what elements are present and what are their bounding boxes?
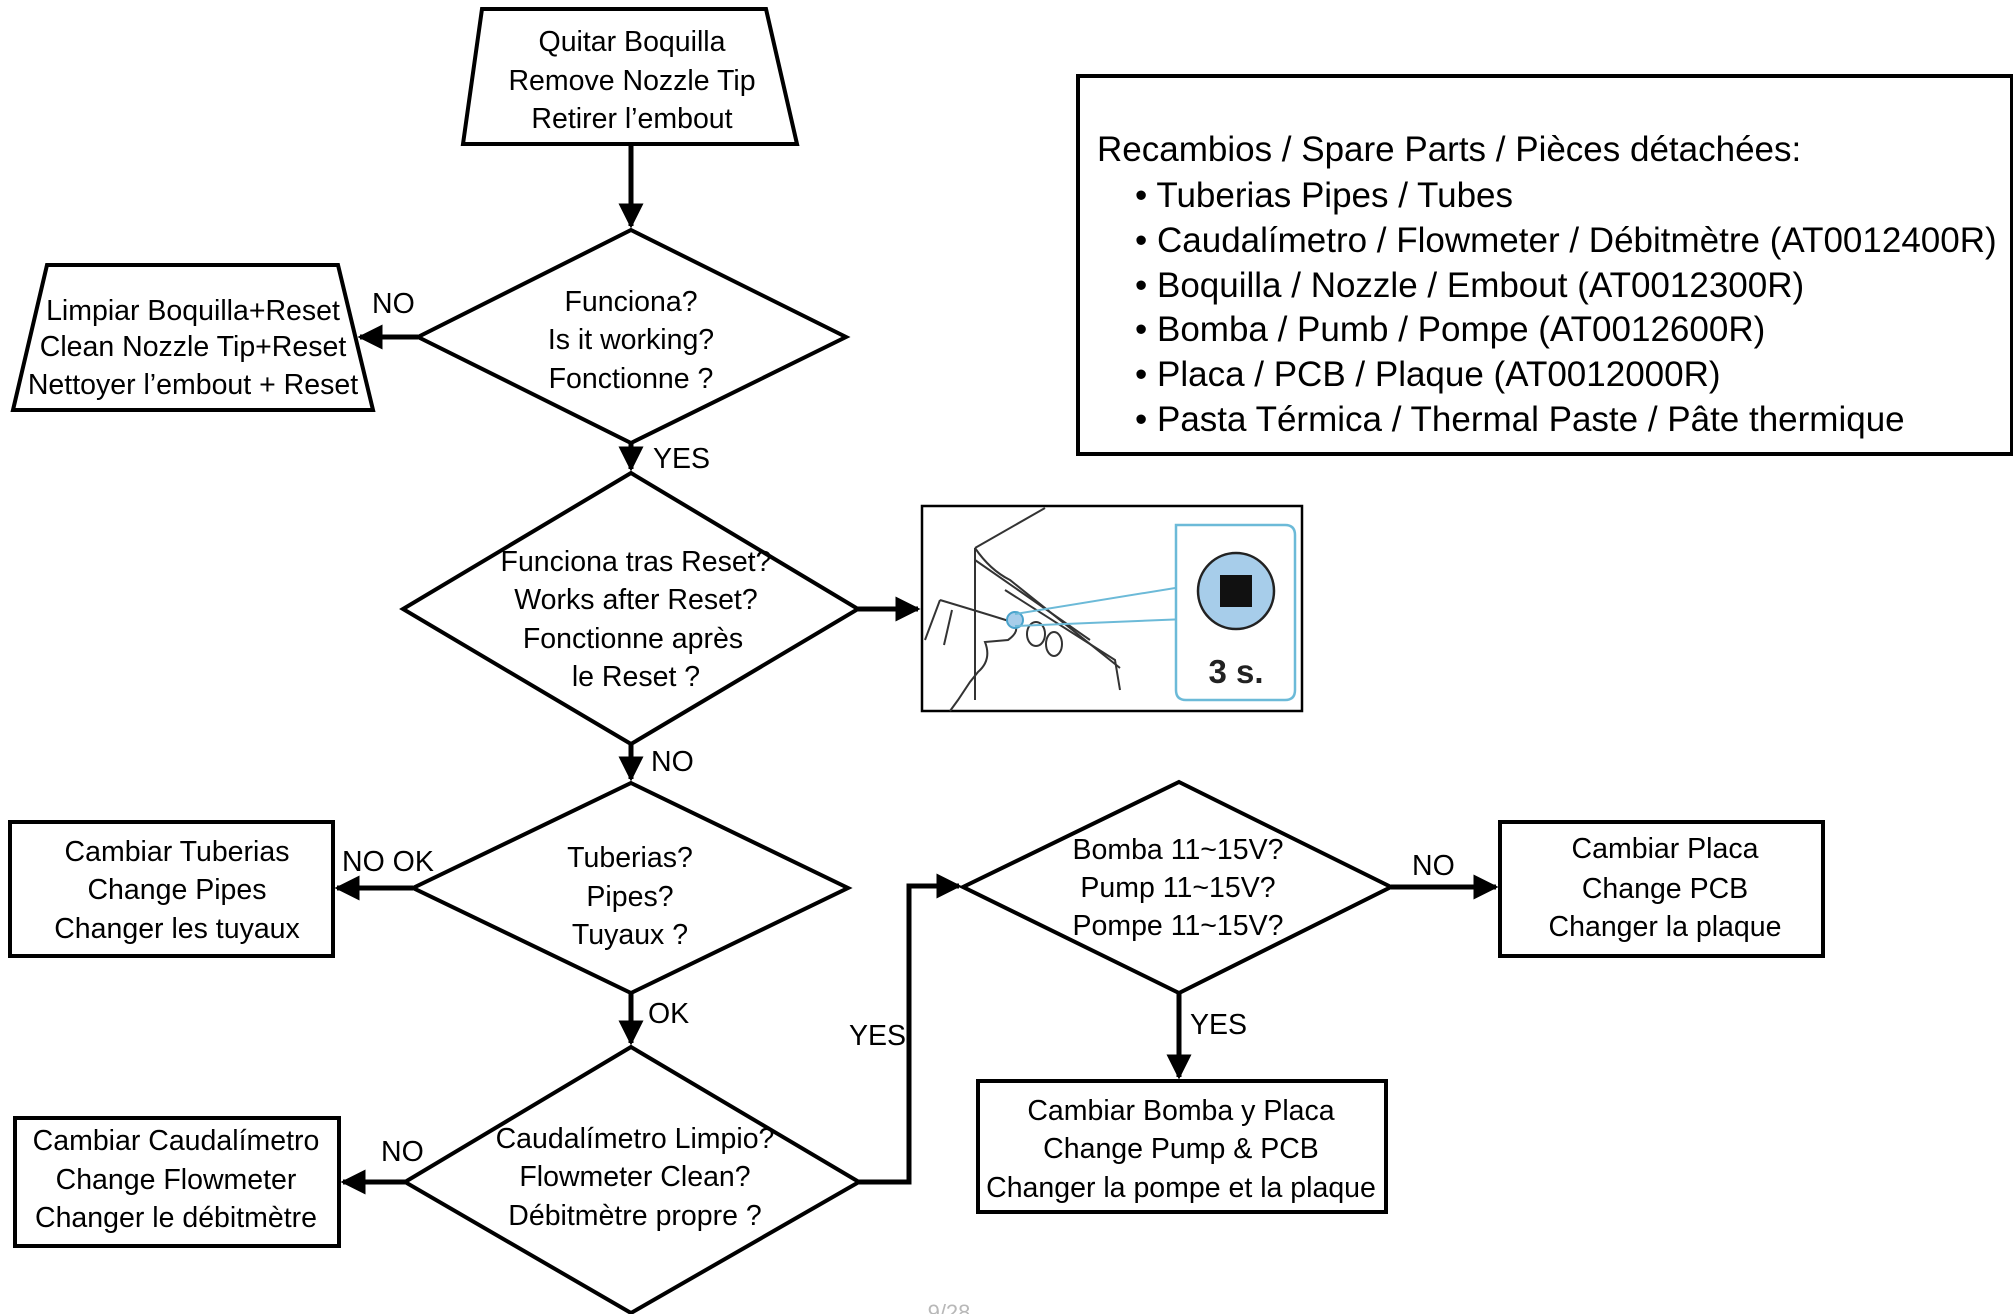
node-text-fr: Changer le débitmètre xyxy=(35,1202,317,1234)
works-after-reset-decision: Funciona tras Reset? Works after Reset? … xyxy=(399,470,862,747)
node-text-fr: Fonctionne après xyxy=(523,623,743,655)
node-text-en: Change PCB xyxy=(1582,873,1748,905)
page-number: 9/28 xyxy=(928,1300,971,1314)
change-pipes-node: Cambiar Tuberias Change Pipes Changer le… xyxy=(8,820,335,958)
spare-parts-title: Recambios / Spare Parts / Pièces détaché… xyxy=(1097,130,1801,169)
node-text-es: Funciona tras Reset? xyxy=(501,546,772,578)
node-text-en: Pipes? xyxy=(586,881,673,913)
node-text-es: Tuberias? xyxy=(567,842,693,874)
node-text-fr: Changer les tuyaux xyxy=(54,913,300,945)
spare-part-item: • Caudalímetro / Flowmeter / Débitmètre … xyxy=(1135,221,1997,260)
edge-label-flow-no: NO xyxy=(381,1136,424,1168)
node-text-fr: Fonctionne ? xyxy=(549,363,714,395)
reset-button-dot xyxy=(1006,611,1024,629)
pump-voltage-decision: Bomba 11~15V? Pump 11~15V? Pompe 11~15V? xyxy=(958,779,1396,996)
node-text-en: Change Pump & PCB xyxy=(1043,1133,1319,1165)
node-text-es: Limpiar Boquilla+Reset xyxy=(46,295,340,327)
edge-label-working-yes: YES xyxy=(653,443,710,475)
pipes-decision: Tuberias? Pipes? Tuyaux ? xyxy=(408,780,853,996)
node-text-es: Bomba 11~15V? xyxy=(1072,834,1283,866)
change-pcb-node: Cambiar Placa Change PCB Changer la plaq… xyxy=(1498,820,1825,958)
node-text-en: Change Pipes xyxy=(87,874,266,906)
is-it-working-decision: Funciona? Is it working? Fonctionne ? xyxy=(413,227,851,446)
node-text-fr-2: le Reset ? xyxy=(572,661,700,693)
edge-label-pipes-ok: OK xyxy=(648,998,689,1030)
node-text-en: Is it working? xyxy=(548,324,714,356)
edge-label-pump-no: NO xyxy=(1412,850,1455,882)
node-text-fr: Nettoyer l’embout + Reset xyxy=(28,369,358,401)
node-text-en: Works after Reset? xyxy=(514,584,757,616)
edge-label-flow-yes: YES xyxy=(849,1020,906,1052)
node-text-fr: Changer la plaque xyxy=(1549,911,1782,943)
flowmeter-clean-decision: Caudalímetro Limpio? Flowmeter Clean? Dé… xyxy=(401,1044,863,1314)
node-text-en: Change Flowmeter xyxy=(56,1164,297,1196)
node-text-fr: Tuyaux ? xyxy=(572,919,688,951)
spare-part-item: • Pasta Térmica / Thermal Paste / Pâte t… xyxy=(1135,400,1905,439)
spare-parts-box: Recambios / Spare Parts / Pièces détaché… xyxy=(1076,74,2013,456)
node-text-es: Quitar Boquilla xyxy=(539,26,726,58)
spare-parts-list: • Tuberias Pipes / Tubes • Caudalímetro … xyxy=(1135,176,1997,439)
node-text-es: Funciona? xyxy=(564,286,697,318)
node-text-es: Caudalímetro Limpio? xyxy=(496,1123,775,1155)
spare-part-item: • Bomba / Pumb / Pompe (AT0012600R) xyxy=(1135,310,1765,349)
edge-label-pump-yes: YES xyxy=(1190,1009,1247,1041)
node-text-fr: Retirer l’embout xyxy=(531,103,732,135)
remove-nozzle-tip-node: Quitar Boquilla Remove Nozzle Tip Retire… xyxy=(460,7,800,146)
change-pump-pcb-node: Cambiar Bomba y Placa Change Pump & PCB … xyxy=(976,1079,1388,1214)
edge-label-reset-no: NO xyxy=(651,746,694,778)
spare-part-item: • Boquilla / Nozzle / Embout (AT0012300R… xyxy=(1135,266,1804,305)
node-text-es: Cambiar Caudalímetro xyxy=(33,1125,320,1157)
edge-label-working-no: NO xyxy=(372,288,415,320)
reset-button-illustration: 3 s. xyxy=(920,504,1304,713)
node-text-fr: Changer la pompe et la plaque xyxy=(986,1172,1376,1204)
node-text-es: Cambiar Placa xyxy=(1572,833,1759,865)
connectors xyxy=(334,144,1499,1195)
spare-part-item: • Tuberias Pipes / Tubes xyxy=(1135,176,1513,215)
spare-part-item: • Placa / PCB / Plaque (AT0012000R) xyxy=(1135,355,1721,394)
node-text-fr: Débitmètre propre ? xyxy=(508,1200,761,1232)
node-text-en: Flowmeter Clean? xyxy=(519,1161,750,1193)
edge-label-pipes-nook: NO OK xyxy=(342,846,434,878)
node-text-fr: Pompe 11~15V? xyxy=(1072,910,1283,942)
node-text-es: Cambiar Bomba y Placa xyxy=(1027,1095,1334,1127)
device-drawing xyxy=(924,507,1121,712)
change-flowmeter-node: Cambiar Caudalímetro Change Flowmeter Ch… xyxy=(13,1116,341,1248)
node-text-en: Remove Nozzle Tip xyxy=(508,65,755,97)
node-text-en: Pump 11~15V? xyxy=(1080,872,1275,904)
node-text-en: Clean Nozzle Tip+Reset xyxy=(40,331,347,363)
clean-nozzle-tip-node: Limpiar Boquilla+Reset Clean Nozzle Tip+… xyxy=(10,263,376,412)
arrow-flowmeter-to-pump xyxy=(859,873,962,1185)
stop-square-icon xyxy=(1220,575,1252,607)
press-duration-label: 3 s. xyxy=(1208,653,1263,690)
node-text-es: Cambiar Tuberias xyxy=(65,836,290,868)
